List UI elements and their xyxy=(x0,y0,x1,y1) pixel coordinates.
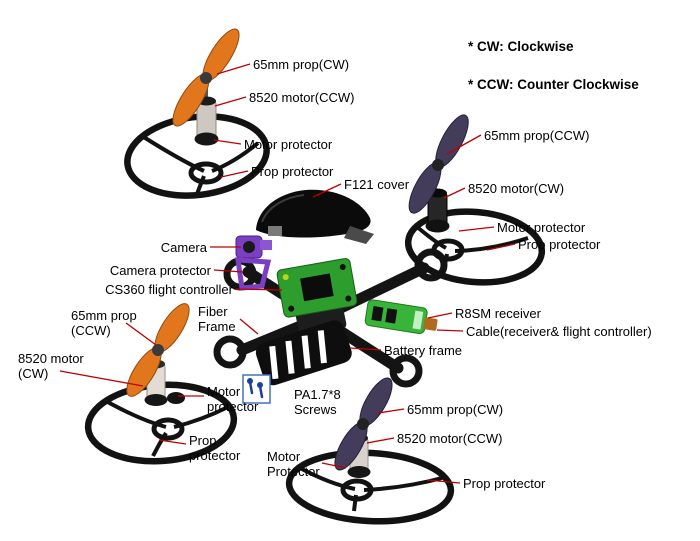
label-tr-prop: 65mm prop(CCW) xyxy=(484,128,590,143)
legend-ccw: * CCW: Counter Clockwise xyxy=(468,77,639,92)
camera-protector-part xyxy=(235,257,272,291)
screws-part xyxy=(242,374,271,404)
prop-hub-mid-left xyxy=(152,344,164,356)
assembly-mid-left xyxy=(84,303,238,465)
motor-top-left xyxy=(194,86,219,146)
label-b-motor: 8520 motor(CCW) xyxy=(397,431,503,446)
prop-protector-top-right xyxy=(404,208,546,286)
leader-tl-prop-protector xyxy=(220,170,249,178)
flight-controller-part xyxy=(276,258,358,318)
label-camera-protector: Camera protector xyxy=(109,263,211,278)
prop-bottom xyxy=(334,377,393,471)
label-ml-prop: 65mm prop (CCW) xyxy=(71,308,137,338)
assembly-top-left xyxy=(124,28,270,199)
leader-battery-frame xyxy=(349,347,382,351)
leader-cover xyxy=(312,183,342,198)
label-ml-motor: 8520 motor (CW) xyxy=(18,351,84,381)
prop-hub-top-right xyxy=(432,159,444,171)
leader-b-prop xyxy=(377,408,405,414)
battery-frame-part xyxy=(255,320,352,386)
leader-tr-prop-protector xyxy=(486,243,516,251)
label-camera: Camera xyxy=(160,240,207,255)
prop-hub-bottom xyxy=(357,418,369,430)
cable-part xyxy=(423,317,438,331)
label-receiver: R8SM receiver xyxy=(455,306,541,321)
legend-cw: * CW: Clockwise xyxy=(468,39,574,54)
label-tr-motor: 8520 motor(CW) xyxy=(468,181,565,196)
label-tr-motor-protector: Motor protector xyxy=(497,220,586,235)
receiver-part xyxy=(364,299,428,335)
leader-ml-prop xyxy=(125,322,157,346)
leader-tr-prop xyxy=(446,134,482,155)
label-tl-prop-protector: Prop protector xyxy=(251,164,334,179)
label-tl-motor-protector: Motor protector xyxy=(244,137,333,152)
leader-fiber-frame xyxy=(239,318,259,335)
prop-protector-bottom xyxy=(285,449,455,525)
leader-flight-controller xyxy=(235,288,283,291)
label-screws: PA1.7*8 Screws xyxy=(294,387,341,417)
label-flight-controller: CS360 flight controller xyxy=(105,282,233,297)
leader-ml-motor xyxy=(59,370,144,387)
leader-b-motor-protector xyxy=(321,462,347,469)
label-cable: Cable(receiver& flight controller) xyxy=(466,324,652,339)
prop-protector-top-left xyxy=(124,113,270,199)
label-ml-motor-protector: Motor protector xyxy=(207,384,259,414)
leader-lines xyxy=(59,63,516,484)
label-b-prop: 65mm prop(CW) xyxy=(407,402,504,417)
leader-tr-motor-protector xyxy=(458,226,495,232)
label-b-prop-protector: Prop protector xyxy=(463,476,546,491)
leader-tl-motor-protector xyxy=(213,139,242,145)
cover-part xyxy=(256,189,374,244)
label-cover: F121 cover xyxy=(344,177,410,192)
label-tr-prop-protector: Prop protector xyxy=(518,237,601,252)
leader-camera-protector xyxy=(213,269,244,273)
label-fiber-frame: Fiber Frame xyxy=(198,304,236,334)
assembly-bottom xyxy=(285,377,455,525)
prop-hub-top-left xyxy=(200,72,212,84)
legend: * CW: Clockwise * CCW: Counter Clockwise xyxy=(468,18,639,113)
label-b-motor-protector: Motor Protector xyxy=(267,449,320,479)
camera-part xyxy=(235,235,272,259)
motor-top-right xyxy=(425,188,450,233)
label-tl-prop: 65mm prop(CW) xyxy=(253,57,350,72)
leader-b-motor xyxy=(366,437,395,444)
label-ml-prop-protector: Prop protector xyxy=(189,433,241,463)
leader-ml-prop-protector xyxy=(158,439,187,445)
leader-tr-motor xyxy=(443,187,466,199)
assembly-top-right xyxy=(404,114,546,286)
label-tl-motor: 8520 motor(CCW) xyxy=(249,90,355,105)
label-battery-frame: Battery frame xyxy=(384,343,463,358)
leader-b-prop-protector xyxy=(426,479,461,484)
leader-tl-prop xyxy=(216,63,251,75)
leader-cable xyxy=(436,329,464,332)
leader-receiver xyxy=(427,312,453,319)
leader-tl-motor xyxy=(214,96,247,107)
